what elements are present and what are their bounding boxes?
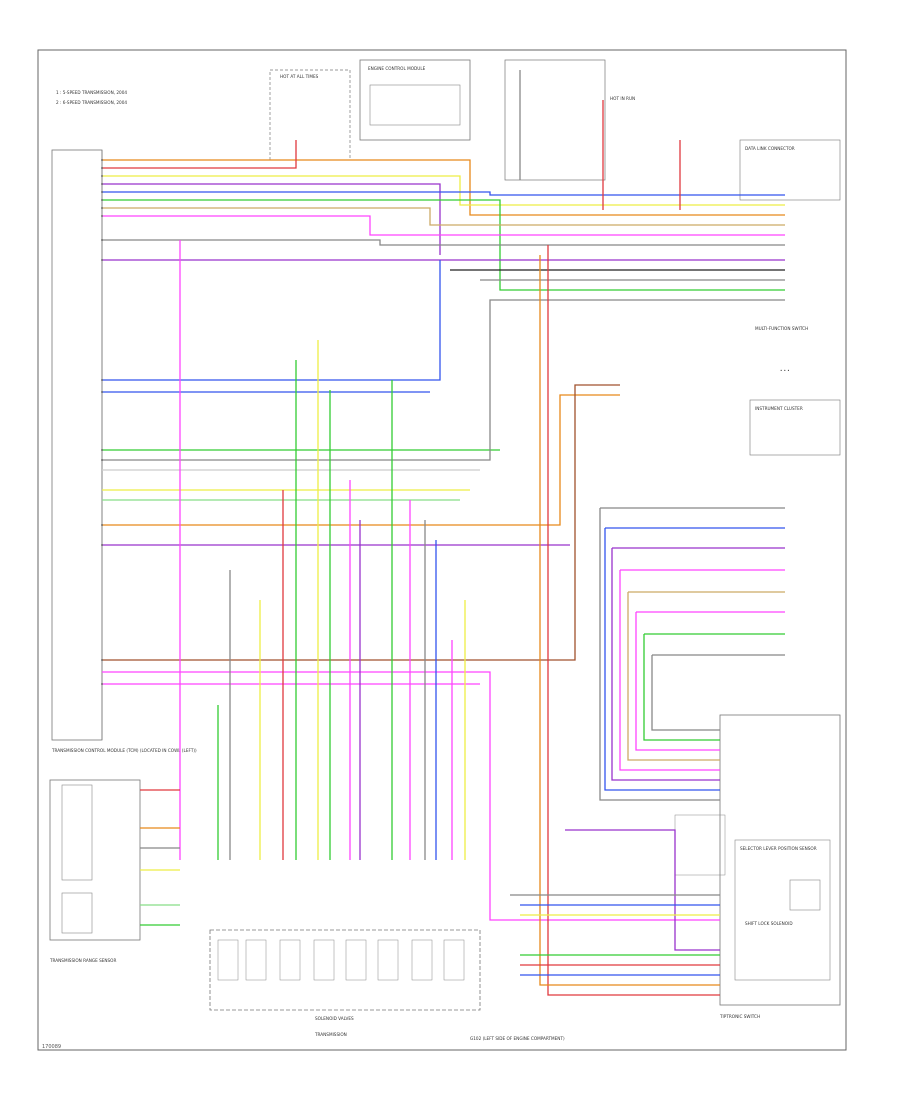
gear-selector-box: SELECTOR LEVER POSITION SENSOR SHIFT LOC…	[734, 839, 831, 981]
wire-vert-orange	[539, 255, 720, 986]
wire-blue-1	[102, 191, 785, 196]
transmission-solenoid-block: SOLENOID VALVES TRANSMISSION	[209, 929, 481, 1037]
solenoid-cells	[217, 939, 465, 981]
ground-label: G102 (LEFT SIDE OF ENGINE COMPARTMENT)	[470, 1036, 565, 1041]
solenoids-label: SOLENOID VALVES	[315, 1016, 354, 1021]
svg-text:• • •: • • •	[780, 368, 790, 373]
wire-vert-red	[547, 245, 720, 996]
instrument-label: INSTRUMENT CLUSTER	[755, 406, 803, 411]
wire-tip-down6	[635, 612, 720, 751]
note-2: 2 : 6-SPEED TRANSMISSION, 2004	[56, 100, 127, 105]
wire-brown-1	[102, 384, 620, 661]
range-sensor-label: TRANSMISSION RANGE SENSOR	[49, 958, 116, 963]
gear-selector-label: SELECTOR LEVER POSITION SENSOR	[740, 846, 817, 851]
wire-tip-down1	[599, 508, 720, 801]
wire-blue-2	[102, 260, 441, 381]
wire-group	[102, 70, 785, 996]
fuse-left-label: HOT AT ALL TIMES	[280, 74, 319, 79]
engine-control-label: ENGINE CONTROL MODULE	[368, 66, 426, 71]
note-1: 1 : 5-SPEED TRANSMISSION, 2004	[56, 90, 127, 95]
wire-pink-2	[102, 671, 720, 921]
wire-tip-down5	[627, 592, 720, 761]
wire-tip-down8	[651, 655, 720, 731]
wire-pink-1	[102, 215, 785, 236]
engine-control-box: ENGINE CONTROL MODULE	[359, 59, 471, 141]
wire-red-1	[102, 140, 297, 169]
diagram-frame	[37, 49, 847, 1051]
wire-gray-1	[102, 239, 785, 246]
data-link-label: DATA LINK CONNECTOR	[745, 146, 795, 151]
fuse-right-label: HOT IN RUN	[610, 96, 635, 101]
tcm-module: TRANSMISSION CONTROL MODULE (TCM) (LOCAT…	[51, 149, 197, 753]
wire-tan-1	[102, 207, 785, 226]
fuse-box-left: HOT AT ALL TIMES	[269, 69, 351, 161]
wire-tip-down7	[643, 634, 720, 741]
wire-tip-down2	[604, 528, 720, 791]
transmission-label: TRANSMISSION	[314, 1032, 347, 1037]
tiptronic-label: TIPTRONIC SWITCH	[719, 1014, 760, 1019]
wire-tip-down3	[611, 548, 720, 781]
tcm-pin-markers	[101, 159, 103, 685]
tiptronic-box: TIPTRONIC SWITCH	[719, 714, 841, 1019]
wire-orange-2	[102, 394, 620, 526]
range-sensor-module: TRANSMISSION RANGE SENSOR	[49, 779, 141, 963]
wire-orange-1	[102, 159, 785, 216]
cruise-label: MULTI-FUNCTION SWITCH	[755, 326, 808, 331]
wire-yellow-1	[102, 175, 785, 206]
shift-lock-label: SHIFT LOCK SOLENOID	[745, 921, 793, 926]
data-link-connector: DATA LINK CONNECTOR	[739, 139, 841, 201]
fuse-box-right: HOT IN RUN	[504, 59, 635, 181]
tcm-label: TRANSMISSION CONTROL MODULE (TCM) (LOCAT…	[51, 748, 197, 753]
wire-violet-1	[102, 183, 441, 255]
instrument-cluster: INSTRUMENT CLUSTER	[749, 399, 841, 456]
shift-module-box	[674, 814, 726, 876]
page-code: 170089	[42, 1044, 61, 1050]
wire-tip-down4	[619, 570, 720, 771]
multi-function-switch: MULTI-FUNCTION SWITCH • • •	[755, 326, 808, 373]
wire-shift-violet	[565, 829, 720, 951]
